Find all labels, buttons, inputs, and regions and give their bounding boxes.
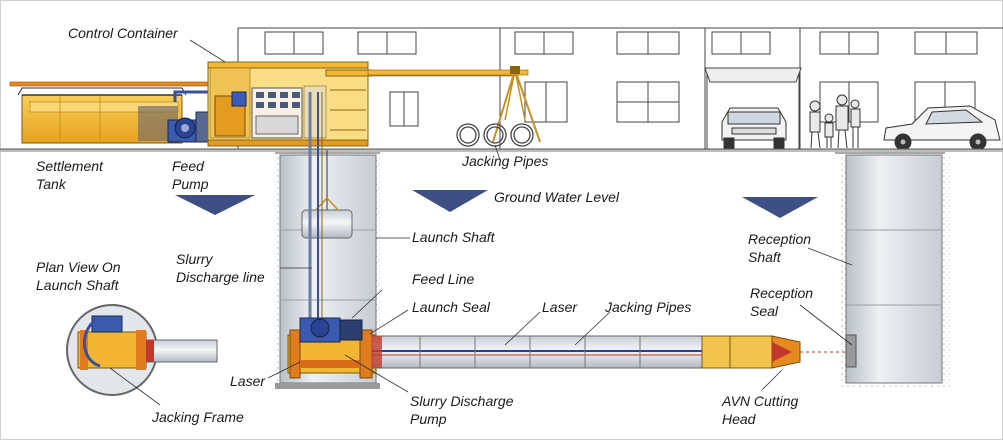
labels: Control Container Settlement Tank Feed P… bbox=[36, 25, 813, 427]
car-on-street bbox=[883, 105, 1001, 151]
jacking-pipe-stack bbox=[456, 123, 534, 147]
label-laser-left: Laser bbox=[230, 373, 266, 389]
label-slurry-pump-line1: Slurry Discharge bbox=[410, 393, 514, 409]
label-reception-shaft-line1: Reception bbox=[748, 231, 811, 247]
slurry-lines bbox=[308, 92, 323, 320]
windows-top bbox=[264, 31, 978, 55]
suspended-jacking-pipe bbox=[301, 150, 353, 239]
label-feed-pump-line2: Pump bbox=[172, 176, 209, 192]
control-container bbox=[207, 61, 372, 147]
settlement-tank bbox=[17, 87, 187, 144]
label-slurry-pump-line2: Pump bbox=[410, 411, 447, 427]
label-ground-water-level: Ground Water Level bbox=[494, 189, 620, 205]
buildings bbox=[237, 27, 1003, 151]
label-control-container: Control Container bbox=[68, 25, 179, 41]
label-launch-shaft: Launch Shaft bbox=[412, 229, 496, 245]
label-feed-pump-line1: Feed bbox=[172, 158, 205, 174]
label-settlement-tank-line1: Settlement bbox=[36, 158, 104, 174]
tunnel-pipes bbox=[371, 335, 703, 369]
label-slurry-discharge-line2: Discharge line bbox=[176, 269, 265, 285]
feed-pump bbox=[167, 111, 211, 143]
label-jacking-pipes-tunnel: Jacking Pipes bbox=[604, 299, 691, 315]
label-plan-view-line2: Launch Shaft bbox=[36, 277, 120, 293]
label-avn-cutting-head-line1: AVN Cutting bbox=[721, 393, 798, 409]
label-jacking-pipes-top: Jacking Pipes bbox=[461, 153, 548, 169]
label-laser-tunnel: Laser bbox=[542, 299, 578, 315]
reception-shaft bbox=[840, 154, 950, 388]
label-launch-seal: Launch Seal bbox=[412, 299, 491, 315]
avn-cutting-head bbox=[701, 335, 846, 369]
label-settlement-tank-line2: Tank bbox=[36, 176, 67, 192]
label-jacking-frame: Jacking Frame bbox=[151, 409, 244, 425]
label-reception-seal-line1: Reception bbox=[750, 285, 813, 301]
label-slurry-discharge-line1: Slurry bbox=[176, 251, 214, 267]
windows-middle bbox=[389, 81, 976, 127]
leader-lines bbox=[109, 39, 853, 406]
plan-view bbox=[66, 304, 218, 396]
label-reception-seal-line2: Seal bbox=[750, 303, 779, 319]
launch-jacking-frame bbox=[287, 317, 377, 379]
gantry-crane bbox=[367, 66, 541, 143]
ground-water-markers bbox=[175, 190, 818, 218]
pedestrians bbox=[809, 94, 861, 149]
label-reception-shaft-line2: Shaft bbox=[748, 249, 782, 265]
label-avn-cutting-head-line2: Head bbox=[722, 411, 757, 427]
label-feed-line: Feed Line bbox=[412, 271, 474, 287]
car-in-garage bbox=[721, 107, 787, 149]
label-plan-view-line1: Plan View On bbox=[36, 259, 121, 275]
